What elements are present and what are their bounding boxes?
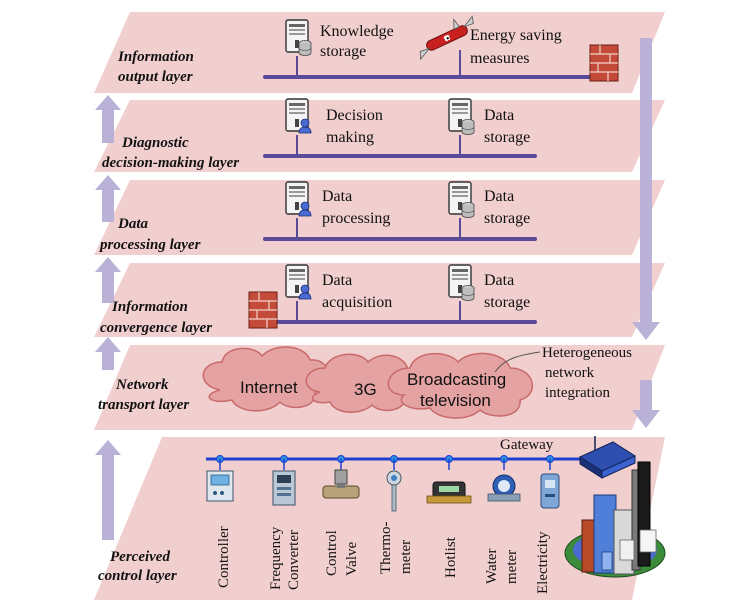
device-label-thermometer: Thermo- meter [378, 518, 414, 574]
server-data-acquisition [285, 264, 312, 300]
database-icon [461, 119, 475, 135]
cloud-label-3g: 3G [354, 380, 377, 399]
node-connectors [296, 50, 461, 322]
gateway-label: Gateway [500, 437, 554, 453]
layer-bus-lines [263, 75, 592, 324]
database-icon [461, 202, 475, 218]
layer-label-transport: Network transport layer [98, 377, 189, 413]
device-label-electricity: Electricity [535, 531, 551, 594]
device-label-controller: Controller [216, 526, 232, 588]
layer-label-perceived: Perceived control layer [98, 549, 177, 584]
device-label-hotlist: Hotlist [443, 536, 459, 578]
controller-icon [206, 470, 234, 502]
heterogeneous-leader-line [494, 351, 541, 373]
label-data-processing: Data processing [322, 188, 390, 227]
city-buildings-icon [564, 461, 666, 578]
label-energy-saving: Energy saving measures [470, 27, 566, 67]
down-arrow-icon [632, 38, 660, 340]
firewall-icon [248, 291, 278, 329]
database-icon [298, 40, 312, 56]
server-decision-making [285, 98, 312, 134]
server-data-storage-diag [448, 98, 475, 135]
up-arrow-icon [95, 175, 121, 222]
server-data-storage-proc [448, 181, 475, 218]
device-label-water-meter: Water meter [484, 545, 520, 584]
upward-flow-arrows [95, 95, 121, 540]
label-data-storage-conv: Data storage [484, 272, 530, 311]
label-data-storage-diag: Data storage [484, 107, 530, 146]
layer-label-diagnostic: Diagnostic decision-making layer [102, 135, 239, 171]
down-arrow-icon [632, 380, 660, 428]
thermometer-icon [386, 470, 402, 512]
water-meter-icon [487, 474, 521, 502]
heterogeneous-label: Heterogeneous network integration [542, 345, 636, 401]
cloud-network [202, 346, 534, 419]
label-knowledge-storage: Knowledge storage [320, 23, 398, 60]
layer-label-convergence: Information convergence layer [100, 299, 212, 336]
device-label-frequency-converter: Frequency Converter [268, 523, 302, 590]
up-arrow-icon [95, 257, 121, 303]
layer-label-processing: Data processing layer [98, 216, 201, 253]
server-knowledge-storage [285, 19, 312, 56]
layer-plane-processing [94, 180, 665, 255]
up-arrow-icon [95, 95, 121, 143]
database-icon [461, 285, 475, 301]
firewall-icon [589, 44, 619, 82]
up-arrow-icon [95, 337, 121, 370]
label-data-storage-proc: Data storage [484, 188, 530, 227]
label-data-acquisition: Data acquisition [322, 272, 392, 311]
layer-label-output: Information output layer [117, 49, 198, 85]
electricity-meter-icon [540, 473, 560, 509]
up-arrow-icon [95, 440, 121, 540]
layer-plane-convergence [94, 263, 665, 337]
swiss-knife-icon [419, 15, 474, 61]
server-data-storage-conv [448, 264, 475, 301]
layer-plane-perceived [94, 437, 665, 600]
frequency-converter-icon [272, 470, 296, 506]
control-valve-icon [322, 469, 360, 499]
layer-plane-output [94, 12, 665, 93]
cloud-label-broadcasting: Broadcasting television [407, 370, 511, 410]
label-decision-making: Decision making [326, 107, 387, 146]
cloud-label-internet: Internet [240, 378, 298, 397]
downward-flow-arrows [632, 38, 660, 428]
heat-meter-icon [426, 481, 472, 504]
device-label-control-valve: Control Valve [324, 526, 360, 576]
server-data-processing [285, 181, 312, 217]
device-bus [206, 455, 596, 470]
gateway-router-icon [578, 436, 637, 479]
